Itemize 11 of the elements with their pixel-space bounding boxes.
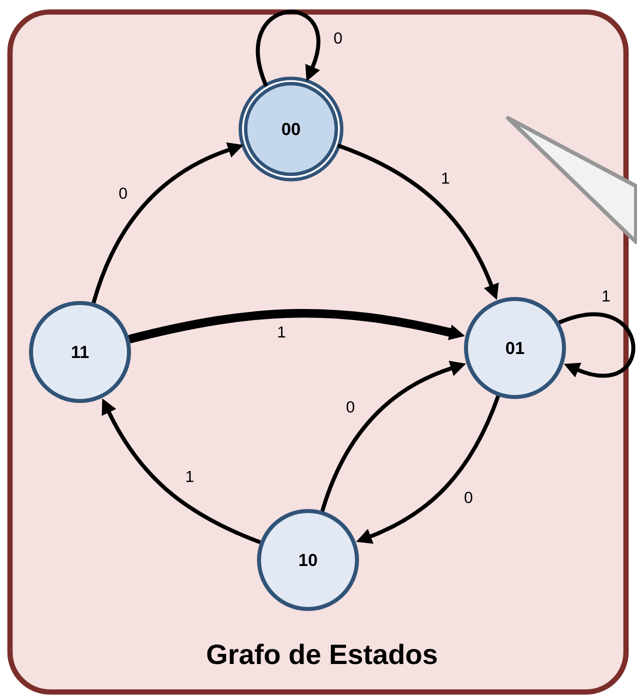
edge-label: 1 xyxy=(602,290,610,302)
edge-label: 0 xyxy=(334,32,342,44)
edge-label: 1 xyxy=(186,470,194,482)
edge-label: 1 xyxy=(278,326,286,338)
edge-label: 1 xyxy=(442,172,450,184)
edge-label: 0 xyxy=(346,401,354,413)
panel-title: Grafo de Estados xyxy=(207,644,437,664)
edge-label: 0 xyxy=(464,492,472,504)
edge-label: 0 xyxy=(119,188,127,199)
arrow xyxy=(256,10,320,87)
arrow xyxy=(558,312,635,378)
